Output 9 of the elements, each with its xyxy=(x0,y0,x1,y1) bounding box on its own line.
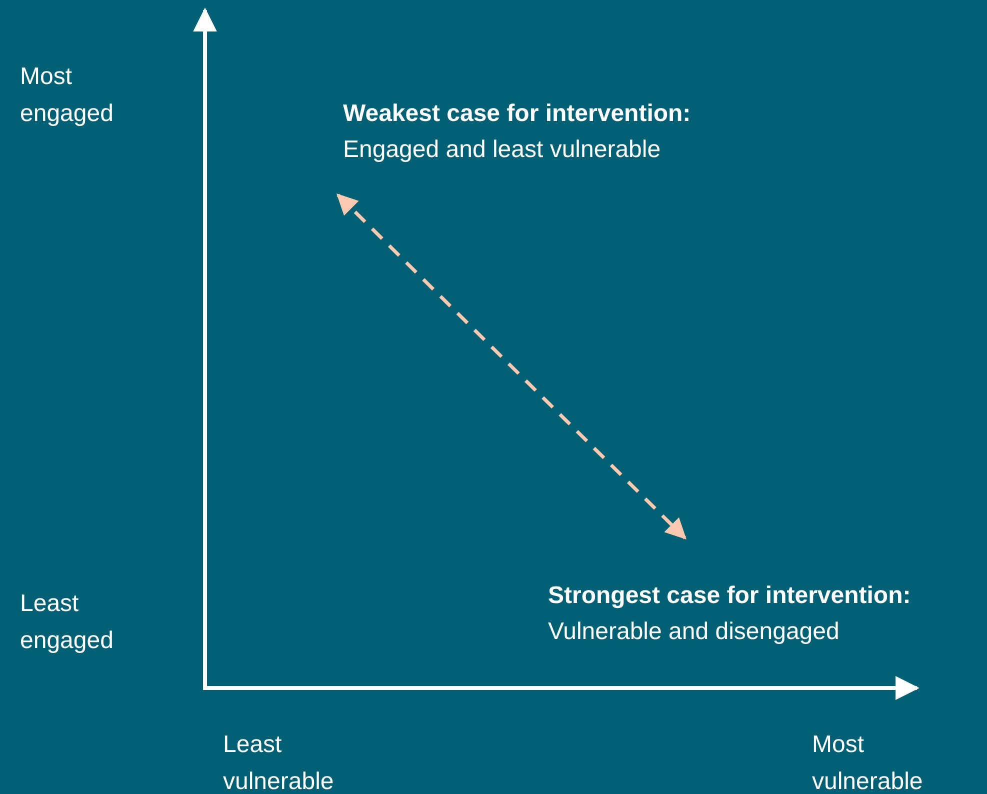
axis-label: Most vulnerable xyxy=(812,730,924,794)
axis-label: Least vulnerable xyxy=(223,730,335,794)
axis-label: Most engaged xyxy=(20,62,114,129)
case-heading: Strongest case for intervention: xyxy=(548,581,912,611)
case-heading: Weakest case for intervention: xyxy=(343,99,692,129)
double-arrow xyxy=(336,194,686,540)
axis-label: Least engaged xyxy=(20,589,114,656)
case-description: Engaged and least vulnerable xyxy=(343,135,662,165)
case-description: Vulnerable and disengaged xyxy=(548,617,840,647)
